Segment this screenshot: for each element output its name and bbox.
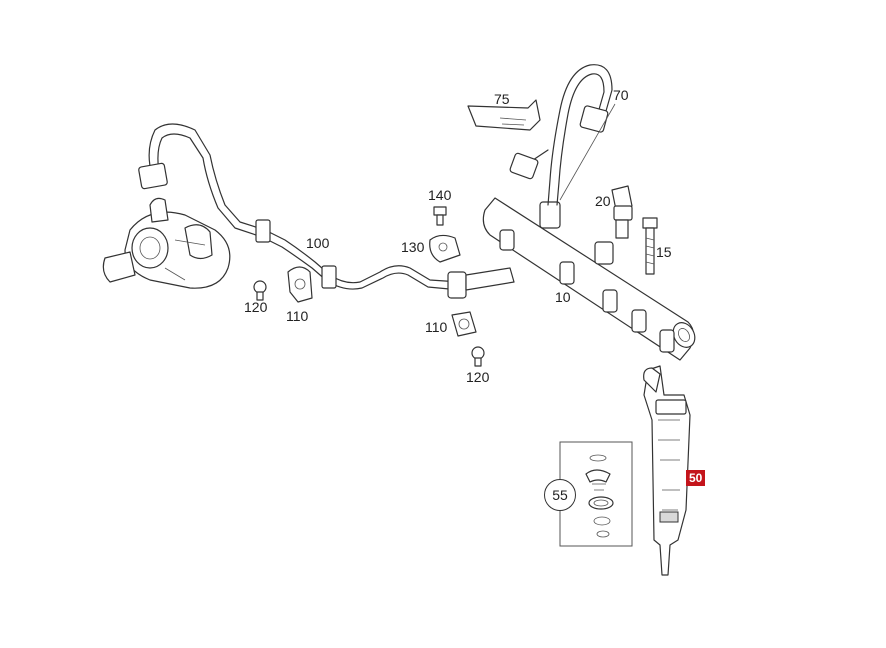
- bolt-140: [433, 206, 447, 226]
- injector-50: [643, 365, 691, 576]
- bolt-15: [642, 217, 658, 275]
- label-120-left: 120: [244, 299, 268, 315]
- clamp-130: [429, 234, 461, 263]
- fuel-line-100: [138, 123, 461, 291]
- label-140: 140: [428, 187, 452, 203]
- label-10: 10: [555, 289, 571, 305]
- bracket-75: [467, 99, 541, 131]
- label-110-left: 110: [286, 308, 309, 324]
- bolt-120-left: [253, 280, 267, 301]
- label-120-right: 120: [466, 369, 490, 385]
- leader-lines: [559, 103, 616, 201]
- label-70: 70: [613, 87, 629, 103]
- label-20: 20: [595, 193, 611, 209]
- label-100: 100: [306, 235, 330, 251]
- pressure-sensor-20: [611, 185, 633, 239]
- label-110-right: 110: [425, 319, 448, 335]
- high-pressure-pump: [102, 197, 231, 289]
- bolt-120-right: [471, 346, 485, 367]
- label-15: 15: [656, 244, 672, 260]
- fuel-rail-10: [482, 197, 696, 361]
- label-130: 130: [401, 239, 425, 255]
- clamp-110-right: [451, 311, 477, 337]
- label-50: 50: [686, 470, 706, 486]
- clamp-110-left: [287, 266, 313, 303]
- label-75: 75: [494, 91, 510, 107]
- label-55: 55: [544, 479, 576, 511]
- fuel-line-70: [509, 64, 613, 206]
- connector-nut: [447, 267, 515, 299]
